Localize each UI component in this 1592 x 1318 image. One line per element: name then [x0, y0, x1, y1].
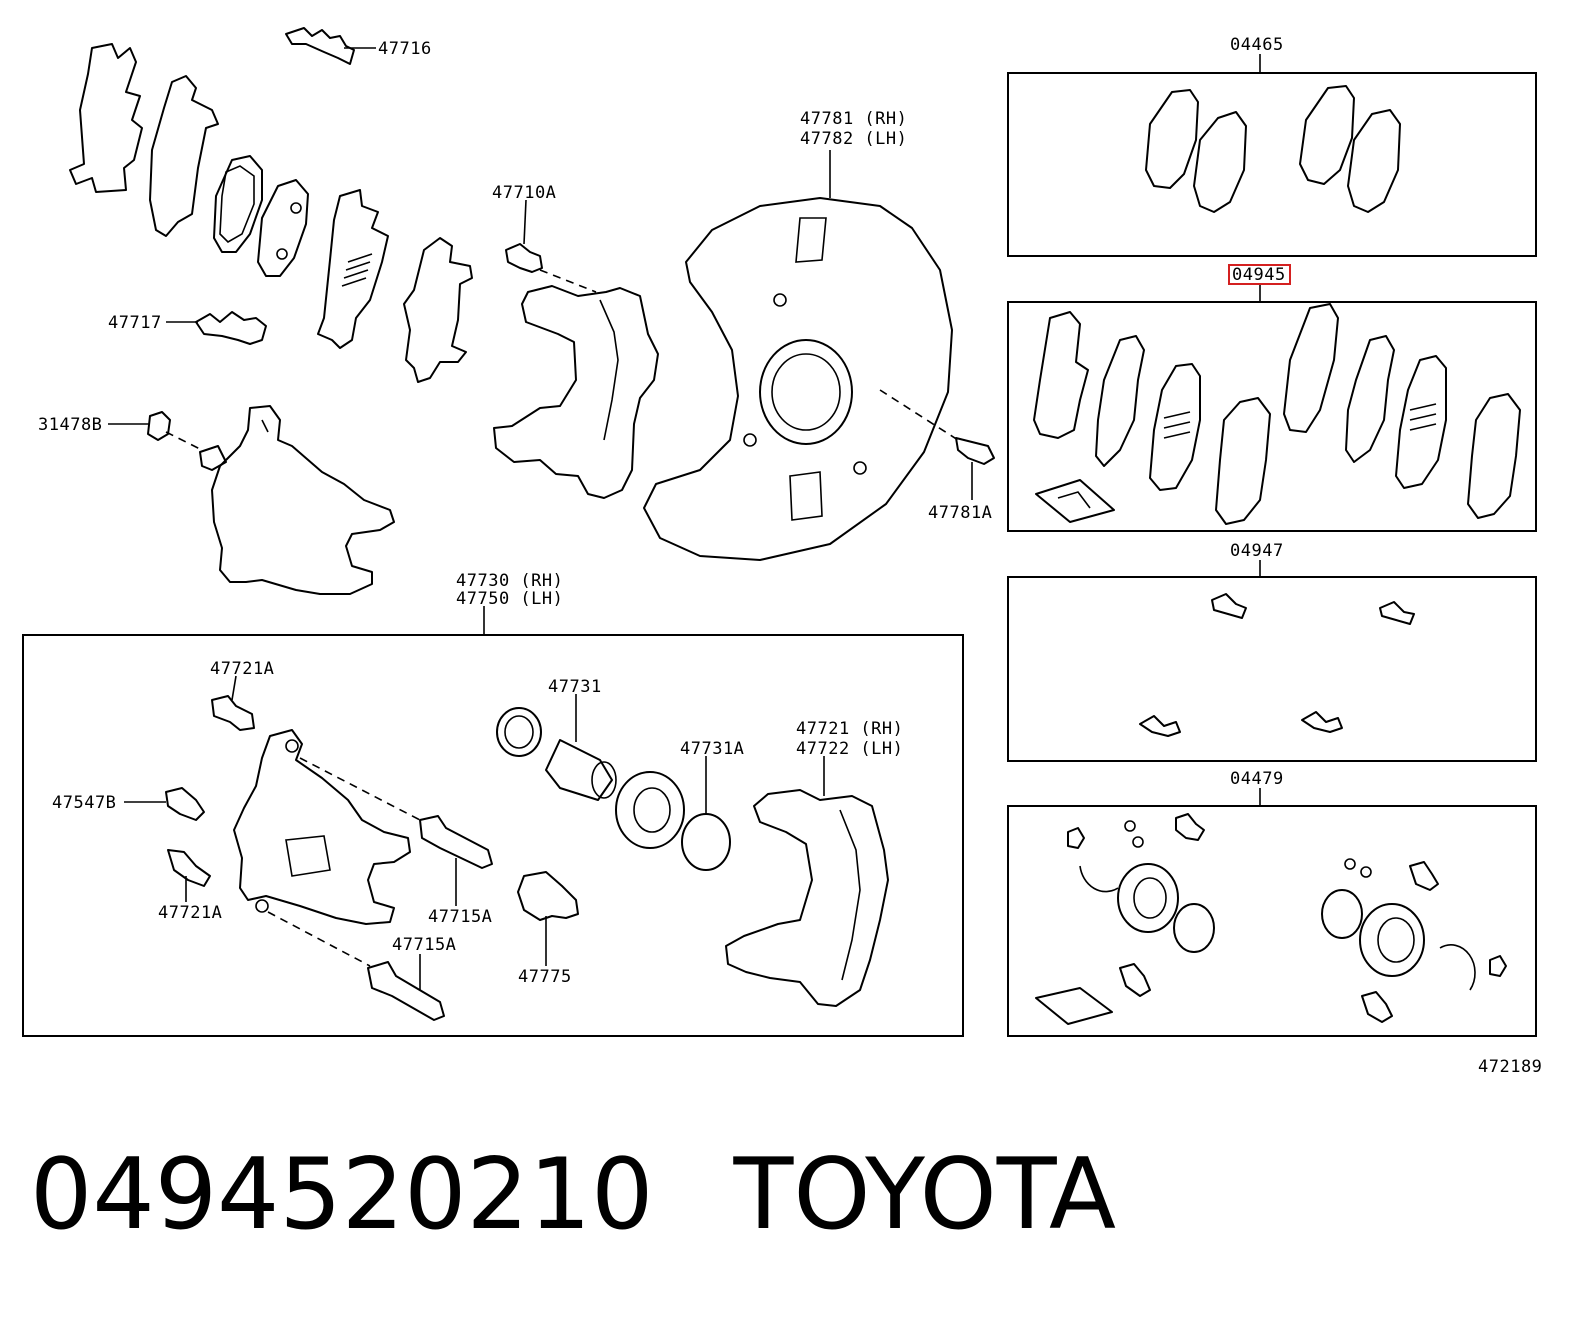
label-47781-rh: 47781 (RH) — [800, 109, 907, 129]
kit-box-04947 — [1007, 576, 1537, 762]
caliper-cylinder — [233, 729, 411, 925]
label-47731A: 47731A — [680, 739, 744, 759]
guide-pin-small — [199, 445, 227, 471]
leader-lines — [108, 47, 1261, 990]
label-04947: 04947 — [1230, 541, 1284, 561]
snap-ring-47731A — [681, 813, 731, 871]
piston-seal-ring — [496, 707, 542, 757]
pad-kit-04945-shims — [1033, 303, 1521, 525]
label-47781A: 47781A — [928, 503, 992, 523]
piston-47731 — [545, 739, 617, 801]
kit-box-04465 — [1007, 72, 1537, 257]
diagram-number: 472189 — [1478, 1057, 1542, 1077]
caption: 0494520210 TOYOTA — [30, 1130, 1116, 1260]
caliper-mounting-bracket — [493, 285, 659, 499]
label-31478B: 31478B — [38, 415, 102, 435]
label-47730-rh: 47730 (RH) — [456, 571, 563, 591]
label-47750-lh: 47750 (LH) — [456, 589, 563, 609]
caliper-body-upper — [211, 405, 395, 595]
caliper-assembly-box — [22, 634, 964, 1037]
highlight-box-04945 — [1228, 264, 1291, 285]
bolt-47721A-bottom — [167, 849, 211, 887]
shim-inner-left — [149, 75, 219, 237]
label-47782-lh: 47782 (LH) — [800, 129, 907, 149]
anti-squeal-shim-left — [317, 189, 389, 349]
bleeder-screw-31478B — [147, 411, 171, 441]
slide-bushing-47775 — [517, 871, 579, 921]
label-47775: 47775 — [518, 967, 572, 987]
pad-kit-04947-clips — [1139, 593, 1415, 737]
bolt-47781A — [955, 437, 995, 465]
kit-box-04945 — [1007, 301, 1537, 532]
seal-kit-04479-parts — [1035, 813, 1507, 1025]
label-47731: 47731 — [548, 677, 602, 697]
brake-pad-left-1 — [213, 155, 263, 253]
label-04465: 04465 — [1230, 35, 1284, 55]
dust-boot — [615, 771, 685, 849]
pad-clip-47717 — [195, 311, 267, 345]
label-47717: 47717 — [108, 313, 162, 333]
pad-kit-04465-pads — [1145, 85, 1401, 213]
bolt-47710A — [505, 243, 543, 273]
label-47721A-bottom: 47721A — [158, 903, 222, 923]
kit-box-04479 — [1007, 805, 1537, 1037]
dust-cover-disc-shield — [643, 197, 953, 561]
label-47710A: 47710A — [492, 183, 556, 203]
brake-pad-left-2 — [257, 179, 309, 277]
label-47721-rh: 47721 (RH) — [796, 719, 903, 739]
caption-brand: TOYOTA — [733, 1138, 1117, 1252]
label-47716: 47716 — [378, 39, 432, 59]
label-47547B: 47547B — [52, 793, 116, 813]
guide-pin-47715A-bottom — [367, 961, 445, 1021]
brake-parts-diagram: 47716 47781 (RH) 47782 (LH) 47710A 47717… — [22, 27, 1542, 1077]
mounting-bracket-47721 — [725, 789, 889, 1007]
shim-outer-left-2 — [403, 237, 473, 383]
shim-outer-left — [69, 43, 143, 193]
caption-part-number: 0494520210 — [30, 1138, 654, 1252]
label-47715A-bottom: 47715A — [392, 935, 456, 955]
pad-clip-47716 — [285, 27, 355, 65]
guide-pin-47715A-right — [419, 815, 493, 869]
label-04479: 04479 — [1230, 769, 1284, 789]
label-47722-lh: 47722 (LH) — [796, 739, 903, 759]
label-04945: 04945 — [1232, 265, 1286, 285]
bolt-47721A-top — [211, 695, 255, 731]
label-47721A-top: 47721A — [210, 659, 274, 679]
label-47715A-right: 47715A — [428, 907, 492, 927]
bleeder-plug-47547B — [165, 787, 205, 821]
